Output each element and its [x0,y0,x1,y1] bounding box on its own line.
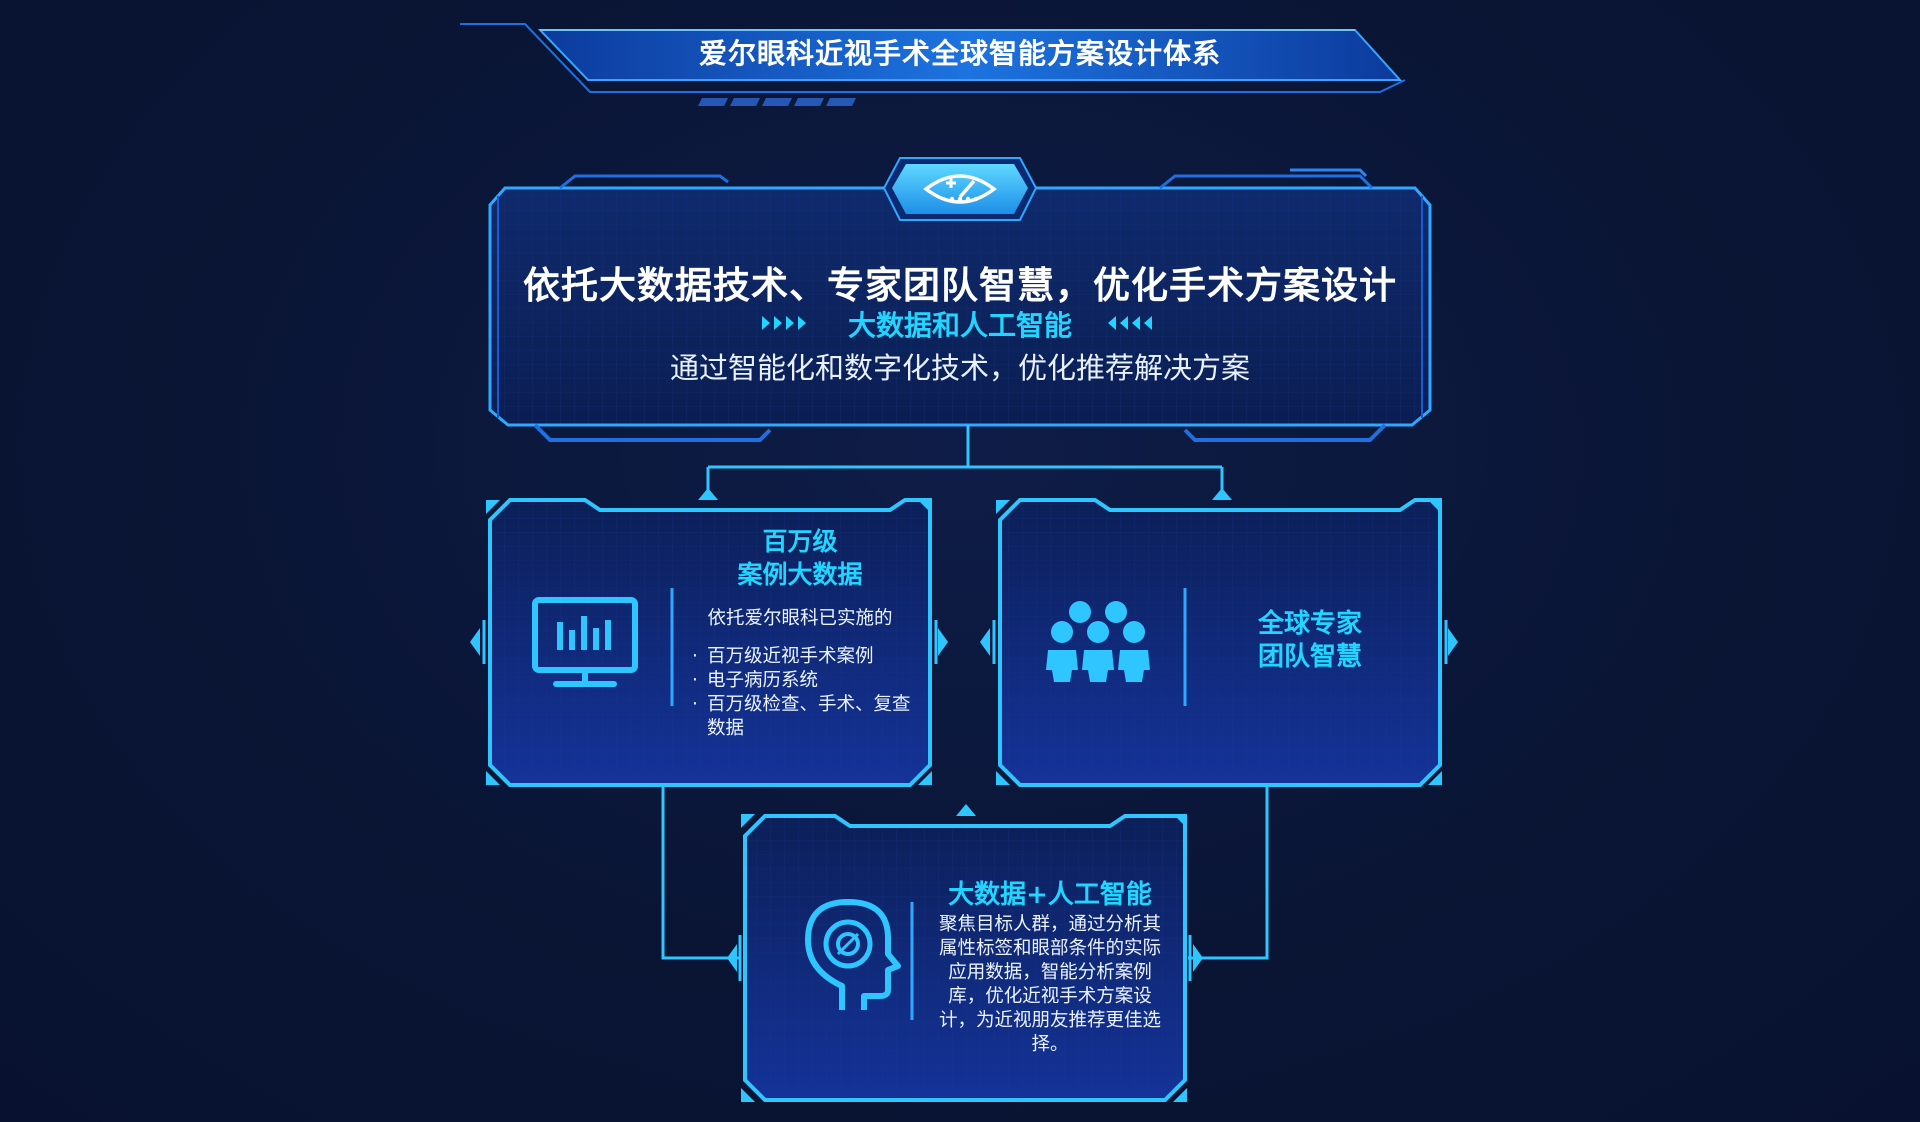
left-box-title: 百万级 案例大数据 [700,525,900,591]
head-brain-icon [805,899,901,1010]
monitor-chart-icon [532,597,638,687]
right-box-frame [980,498,1458,787]
list-item: 电子病历系统 [690,669,920,693]
left-title-line2: 案例大数据 [737,560,863,589]
right-title-line2: 团队智慧 [1257,642,1362,672]
left-box-list: 百万级近视手术案例 电子病历系统 百万级检查、手术、复查数据 [690,645,920,741]
connector-lines [661,425,1269,960]
main-subheading: 大数据和人工智能 [847,309,1072,342]
right-box-title: 全球专家 团队智慧 [1220,608,1400,674]
list-item: 百万级检查、手术、复查数据 [690,693,920,741]
main-box-frame [488,157,1432,442]
bottom-box-title: 大数据+人工智能 [948,880,1152,910]
bottom-box-frame [727,814,1203,1102]
page-title: 爱尔眼科近视手术全球智能方案设计体系 [698,37,1221,70]
left-box-intro: 依托爱尔眼科已实施的 [707,608,893,629]
eye-plus-icon [923,174,997,204]
list-item: 百万级近视手术案例 [690,645,920,669]
left-title-line1: 百万级 [762,527,838,556]
team-people-icon [1046,601,1150,682]
bottom-box-description: 聚焦目标人群，通过分析其属性标签和眼部条件的实际应用数据，智能分析案例库，优化近… [938,914,1161,1055]
title-banner [460,23,1406,106]
main-heading: 依托大数据技术、专家团队智慧，优化手术方案设计 [523,264,1397,307]
main-description: 通过智能化和数字化技术，优化推荐解决方案 [669,351,1250,385]
right-title-line1: 全球专家 [1257,609,1362,639]
